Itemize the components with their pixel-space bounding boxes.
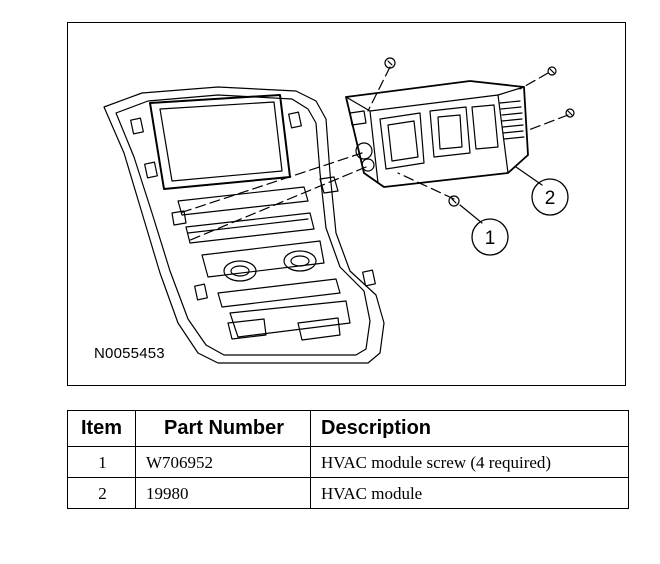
callout-2-leader [515, 166, 543, 186]
cell-part-number: 19980 [135, 477, 311, 509]
callout-1-leader [459, 204, 483, 224]
hvac-module-illustration: 1 2 [103, 57, 575, 364]
hvac-module-drawing [345, 80, 529, 188]
table-header-row: Item Part Number Description [67, 410, 629, 447]
callout-1-label: 1 [485, 228, 496, 249]
cell-item: 1 [67, 446, 136, 478]
header-item: Item [67, 410, 136, 447]
illustration-frame: 1 2 N0055453 [67, 22, 626, 386]
bezel-drawing [103, 86, 385, 364]
callout-2-label: 2 [545, 188, 556, 209]
cell-item: 2 [67, 477, 136, 509]
table-row: 1 W706952 HVAC module screw (4 required) [67, 446, 629, 478]
cell-description: HVAC module screw (4 required) [310, 446, 629, 478]
figure-code: N0055453 [94, 345, 165, 362]
table-row: 2 19980 HVAC module [67, 477, 629, 509]
callout-1-circle [471, 218, 509, 256]
header-part-number: Part Number [135, 410, 311, 447]
parts-table: Item Part Number Description 1 W706952 H… [67, 410, 629, 509]
alignment-lines [179, 66, 569, 242]
screw-drawings [384, 57, 575, 207]
cell-part-number: W706952 [135, 446, 311, 478]
header-description: Description [310, 410, 629, 447]
cell-description: HVAC module [310, 477, 629, 509]
callout-2-circle [531, 178, 569, 216]
